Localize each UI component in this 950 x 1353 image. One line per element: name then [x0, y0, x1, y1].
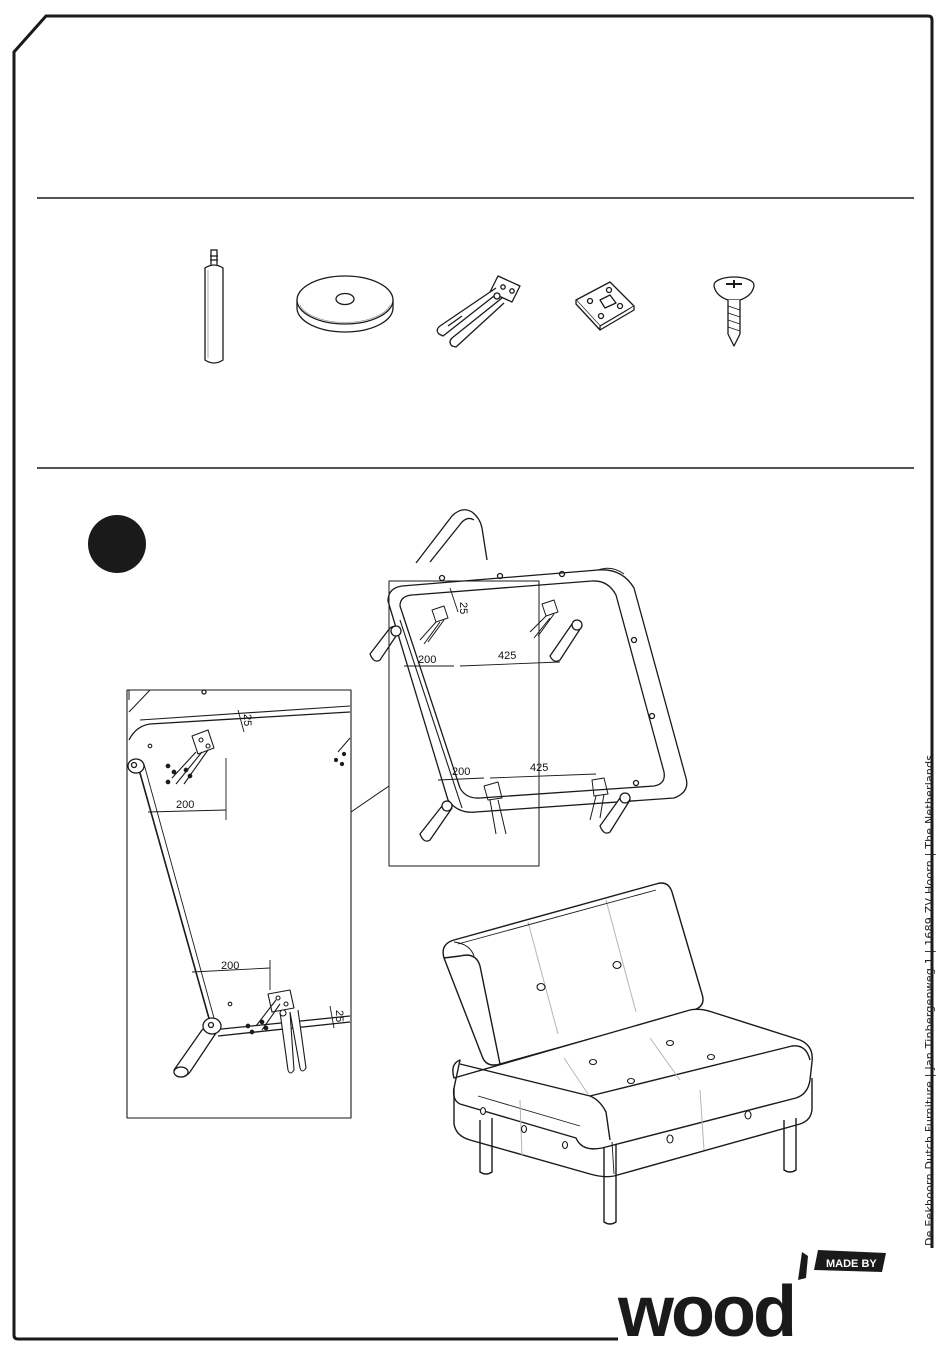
- detail-dim-top-left: 200: [176, 799, 194, 811]
- leg-icon: [205, 250, 223, 363]
- detail-dim-bottom-offset: 25: [333, 1010, 345, 1022]
- main-dim-top-left: 200: [418, 654, 436, 666]
- made-by-wood-logo: MADE BY wood: [617, 1250, 886, 1352]
- detail-dim-bottom-left: 200: [221, 960, 239, 972]
- washer-icon: [297, 276, 393, 332]
- parts-row: [205, 250, 754, 363]
- detail-inset: [127, 690, 351, 1118]
- logo-made-by-text: MADE BY: [826, 1258, 877, 1270]
- logo-wordmark: wood: [617, 1272, 794, 1352]
- step-1-marker: [88, 515, 146, 573]
- main-dim-top-offset: 25: [457, 602, 469, 614]
- mounting-plate-icon: [576, 282, 634, 330]
- main-dim-top-right: 425: [498, 650, 516, 662]
- screw-icon: [714, 277, 754, 346]
- assembled-chair-illustration: [443, 883, 812, 1224]
- chair-underside-illustration: [370, 510, 687, 841]
- connector-clip-icon: [437, 276, 520, 347]
- main-dim-bottom-left: 200: [452, 766, 470, 778]
- company-address: De Eekhoorn Dutch Furniture | Jan Tinber…: [923, 755, 936, 1246]
- detail-dim-top-offset: 25: [241, 714, 253, 726]
- callout-leader: [351, 786, 389, 812]
